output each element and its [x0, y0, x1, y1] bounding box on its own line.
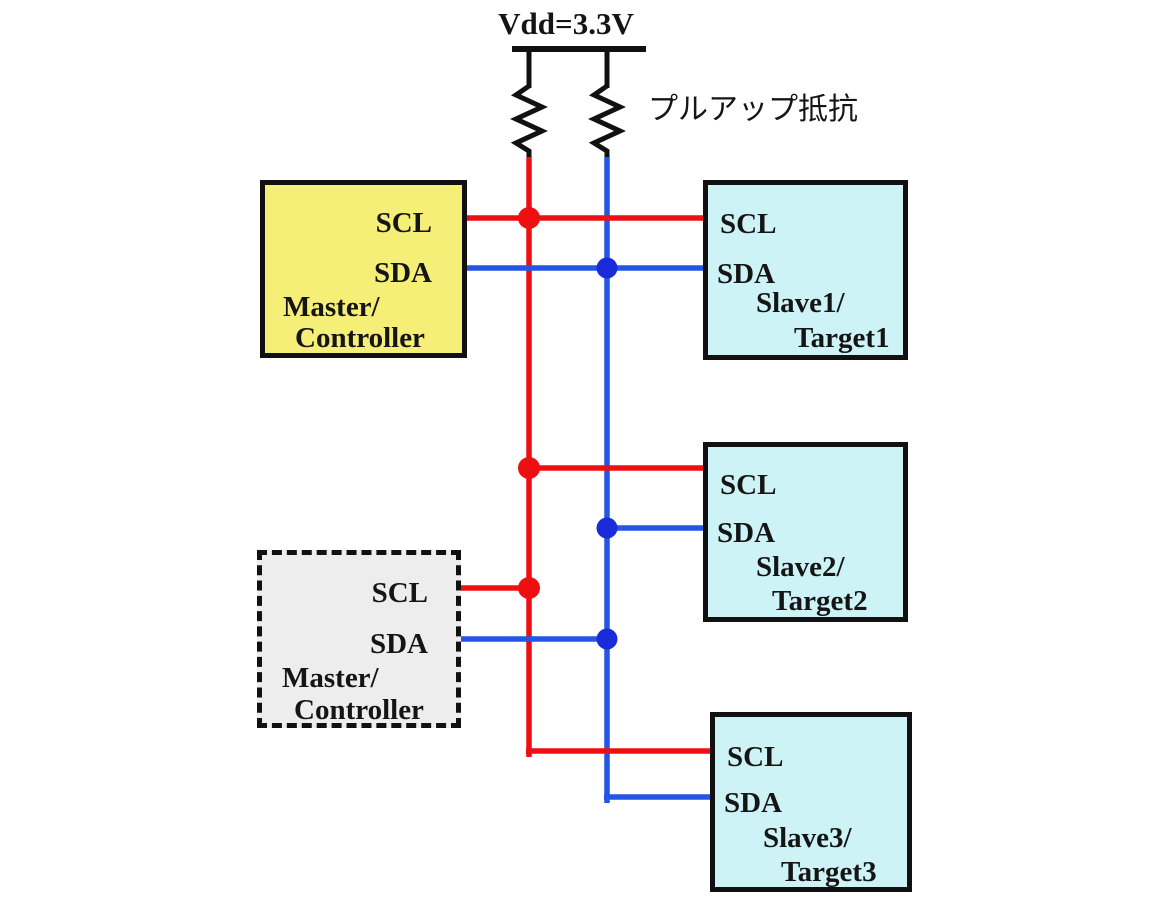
- scl-junction-dot: [518, 577, 540, 599]
- slave2-scl-pin-label: SCL: [720, 469, 777, 501]
- scl-junction-dot: [518, 457, 540, 479]
- pullup-resistor-scl-icon: [510, 83, 548, 159]
- scl-junction-dot: [518, 207, 540, 229]
- master2-sda-pin-label: SDA: [369, 628, 428, 660]
- slave3-name-line1: Slave3/: [763, 822, 852, 854]
- slave2-name-line2: Target2: [772, 585, 868, 617]
- slave1-name-line2: Target1: [794, 322, 890, 354]
- master2-box: SCL SDA Master/ Controller: [257, 550, 461, 728]
- slave1-box: SCL SDA Slave1/ Target1: [703, 180, 908, 360]
- master1-sda-pin-label: SDA: [373, 257, 432, 289]
- slave2-name-line1: Slave2/: [756, 551, 845, 583]
- slave2-sda-pin-label: SDA: [717, 517, 776, 549]
- master2-name-line1: Master/: [282, 662, 379, 694]
- vdd-voltage-label: Vdd=3.3V: [498, 6, 634, 41]
- slave3-name-line2: Target3: [781, 856, 877, 888]
- pullup-resistor-label: プルアップ抵抗: [648, 93, 858, 126]
- sda-junction-dot: [596, 628, 618, 650]
- slave2-box: SCL SDA Slave2/ Target2: [703, 442, 908, 622]
- slave1-name-line1: Slave1/: [756, 287, 845, 319]
- slave1-scl-pin-label: SCL: [720, 208, 777, 240]
- sda-junction-dot: [596, 257, 618, 279]
- pullup-resistor-sda-icon: [588, 83, 626, 159]
- master1-name-line1: Master/: [283, 291, 380, 323]
- master2-scl-pin-label: SCL: [371, 577, 428, 609]
- master2-name-line2: Controller: [294, 694, 424, 726]
- master1-box: SCL SDA Master/ Controller: [260, 180, 467, 358]
- slave3-scl-pin-label: SCL: [727, 741, 784, 773]
- sda-junction-dot: [596, 517, 618, 539]
- master1-scl-pin-label: SCL: [375, 207, 432, 239]
- slave3-sda-pin-label: SDA: [724, 787, 783, 819]
- master1-name-line2: Controller: [295, 322, 425, 354]
- slave1-sda-pin-label: SDA: [717, 258, 776, 290]
- slave3-box: SCL SDA Slave3/ Target3: [710, 712, 912, 892]
